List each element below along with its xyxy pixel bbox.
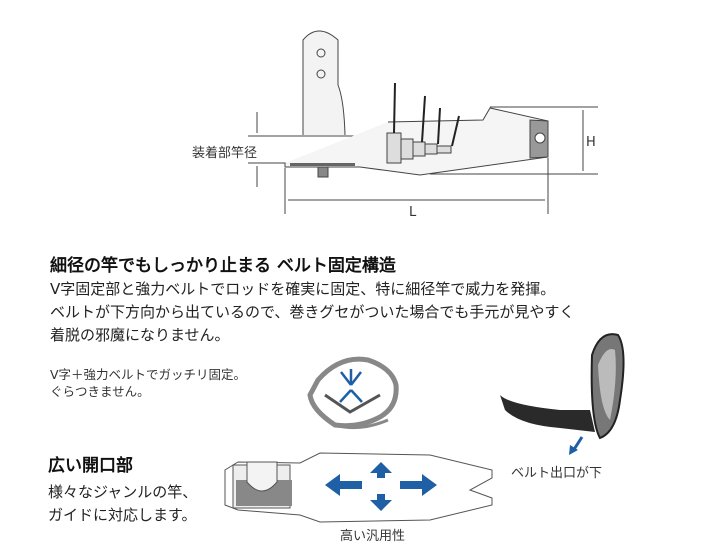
section2-heading: 広い開口部 <box>48 456 133 476</box>
versatility-caption: 高い汎用性 <box>340 529 406 544</box>
section2-body: 様々なジャンルの竿、 ガイドに対応します。 <box>48 481 197 527</box>
v-clamp-cross-section <box>307 356 399 430</box>
body-line: V字固定部と強力ベルトでロッドを確実に固定、特に細径竿で威力を発揮。 <box>50 280 556 298</box>
body-line: ベルトが下方向から出ているので、巻きグセがついた場合でも手元が見やすく <box>50 303 575 321</box>
belt-exit-caption: ベルト出口が下 <box>511 466 603 481</box>
rod-holder-side-diagram <box>248 30 598 214</box>
body-line: 着脱の邪魔になりません。 <box>50 326 230 344</box>
body-line: 様々なジャンルの竿、 <box>48 483 198 501</box>
length-label: L <box>409 205 417 220</box>
section1-heading: 細径の竿でもしっかり止まる ベルト固定構造 <box>50 256 396 276</box>
belt-exit-photo <box>500 333 625 455</box>
v-clamp-caption: V字＋強力ベルトでガッチリ固定。 ぐらつきません。 <box>50 366 246 400</box>
body-line: ガイドに対応します。 <box>48 506 197 524</box>
rod-diameter-label: 装着部竿径 <box>192 146 258 161</box>
caption-line: V字＋強力ベルトでガッチリ固定。 <box>50 367 247 382</box>
section1-body: V字固定部と強力ベルトでロッドを確実に固定、特に細径竿で威力を発揮。 ベルトが下… <box>50 278 574 347</box>
height-label: H <box>586 135 596 150</box>
caption-line: ぐらつきません。 <box>50 384 150 399</box>
wide-opening-top-view <box>224 452 493 523</box>
